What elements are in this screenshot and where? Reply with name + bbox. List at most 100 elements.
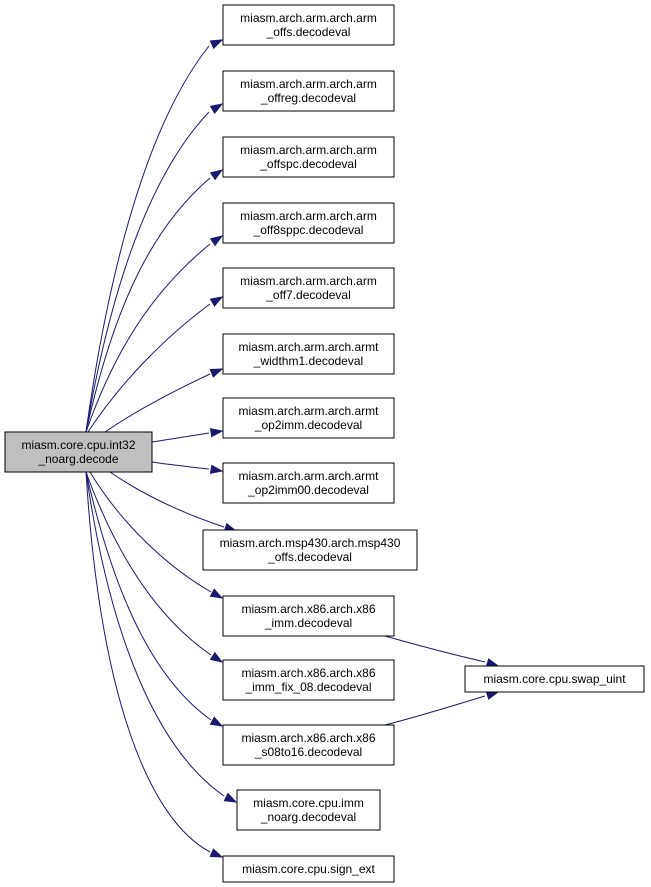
node-label-line: _offs.decodeval [267,550,352,564]
node-box[interactable] [222,397,395,439]
node-arm-off7[interactable]: miasm.arch.arm.arch.arm_off7.decodeval [222,267,395,309]
node-label-line: miasm.arch.arm.arch.armt [238,340,379,354]
node-imm-noarg[interactable]: miasm.core.cpu.imm_noarg.decodeval [236,789,381,831]
arrowhead-icon [209,169,224,181]
edge-line [85,471,212,656]
edge-line [89,471,212,593]
edge-root-to-arm_off8sppc [85,235,224,433]
node-label-line: miasm.arch.msp430.arch.msp430 [220,536,401,550]
node-label-line: miasm.arch.arm.arch.arm [240,77,377,91]
node-label-line: _widthm1.decodeval [253,354,363,368]
edge-root-to-imm_noarg [85,471,238,803]
arrowhead-icon [209,428,224,438]
node-x86-s08to16[interactable]: miasm.arch.x86.arch.x86_s08to16.decodeva… [222,724,395,766]
node-label-line: miasm.core.cpu.sign_ext [242,862,375,876]
arrowhead-icon [209,103,224,115]
node-box[interactable] [222,136,395,178]
arrowhead-icon [209,848,224,858]
edge-line [85,471,211,853]
node-arm-offreg[interactable]: miasm.arch.arm.arch.arm_offreg.decodeval [222,70,395,112]
node-box[interactable] [464,665,645,693]
node-label-line: miasm.arch.arm.arch.arm [240,274,377,288]
node-root[interactable]: miasm.core.cpu.int32_noarg.decode [4,431,153,473]
edge-root-to-x86_imm_fix_08 [85,471,224,663]
arrowhead-icon [209,296,224,307]
edge-root-to-armt_widthm1 [104,368,224,433]
node-label-line: _noarg.decodeval [260,810,356,824]
edge-root-to-arm_offs [85,39,224,433]
edge-root-to-msp430_offs [109,471,238,532]
edge-root-to-x86_imm [89,471,224,599]
node-label-line: _offspc.decodeval [259,157,357,171]
node-label-line: miasm.core.cpu.imm [253,796,364,810]
node-armt-op2imm[interactable]: miasm.arch.arm.arch.armt_op2imm.decodeva… [222,397,395,439]
node-box[interactable] [222,4,395,46]
edge-line [85,111,210,433]
node-x86-imm[interactable]: miasm.arch.x86.arch.x86_imm.decodeval [222,595,395,637]
node-label-line: _off8sppc.decodeval [253,223,364,237]
edge-line [384,695,486,726]
node-box[interactable] [222,595,395,637]
node-box[interactable] [222,659,395,701]
edge-root-to-armt_op2imm [151,428,224,443]
node-box[interactable] [222,202,395,244]
node-label-line: _imm_fix_08.decodeval [244,680,371,694]
edge-line [85,243,211,433]
node-label-line: miasm.arch.arm.arch.arm [240,143,377,157]
edge-line [151,432,210,443]
edge-root-to-sign_ext [85,471,224,858]
node-arm-offs[interactable]: miasm.arch.arm.arch.arm_offs.decodeval [222,4,395,46]
edge-root-to-arm_off7 [87,296,224,433]
node-label-line: miasm.arch.arm.arch.armt [238,469,379,483]
arrowhead-icon [209,39,224,50]
node-swap-uint[interactable]: miasm.core.cpu.swap_uint [464,665,645,693]
node-box[interactable] [222,267,395,309]
arrowhead-icon [209,588,224,599]
node-label-line: miasm.arch.x86.arch.x86 [241,731,375,745]
node-label-line: miasm.core.cpu.swap_uint [483,672,626,686]
arrowhead-icon [209,368,224,378]
node-label-line: _off7.decodeval [265,288,351,302]
node-label-line: _offreg.decodeval [260,91,356,105]
node-label-line: miasm.arch.arm.arch.arm [240,11,377,25]
edge-root-to-arm_offspc [85,169,224,433]
node-box[interactable] [222,70,395,112]
node-arm-offspc[interactable]: miasm.arch.arm.arch.arm_offspc.decodeval [222,136,395,178]
node-box[interactable] [222,462,395,504]
node-label-line: _op2imm00.decodeval [247,483,369,497]
arrowhead-icon [209,464,224,474]
arrowhead-icon [485,658,500,668]
arrowhead-icon [209,716,224,727]
arrowhead-icon [209,235,224,247]
node-label-line: _offs.decodeval [266,25,351,39]
edge-line [87,303,211,433]
edge-x86_s08to16-to-swap_uint [384,690,500,726]
node-arm-off8sppc[interactable]: miasm.arch.arm.arch.arm_off8sppc.decodev… [222,202,395,244]
edge-line [104,373,211,433]
edge-line [109,471,225,528]
node-box[interactable] [222,333,395,375]
node-label-line: _noarg.decode [37,452,118,466]
edge-root-to-x86_s08to16 [85,471,224,727]
node-sign-ext[interactable]: miasm.core.cpu.sign_ext [222,855,395,883]
node-armt-widthm1[interactable]: miasm.arch.arm.arch.armt_widthm1.decodev… [222,333,395,375]
arrowhead-icon [223,792,238,803]
node-box[interactable] [222,724,395,766]
node-label-line: miasm.arch.arm.arch.arm [240,209,377,223]
node-armt-op2imm00[interactable]: miasm.arch.arm.arch.armt_op2imm00.decode… [222,462,395,504]
nodes: miasm.core.cpu.int32_noarg.decode miasm.a… [4,4,645,883]
node-box[interactable] [222,855,395,883]
node-box[interactable] [4,431,153,473]
edge-root-to-arm_offreg [85,103,224,433]
node-box[interactable] [236,789,381,831]
arrowhead-icon [485,690,500,700]
edge-line [85,471,212,721]
node-box[interactable] [202,529,418,571]
edge-line [85,45,210,433]
node-label-line: _s08to16.decodeval [254,745,362,759]
edge-line [384,635,486,663]
node-msp430-offs[interactable]: miasm.arch.msp430.arch.msp430_offs.decod… [202,529,418,571]
node-label-line: miasm.arch.x86.arch.x86 [241,666,375,680]
node-x86-imm-fix-08[interactable]: miasm.arch.x86.arch.x86_imm_fix_08.decod… [222,659,395,701]
